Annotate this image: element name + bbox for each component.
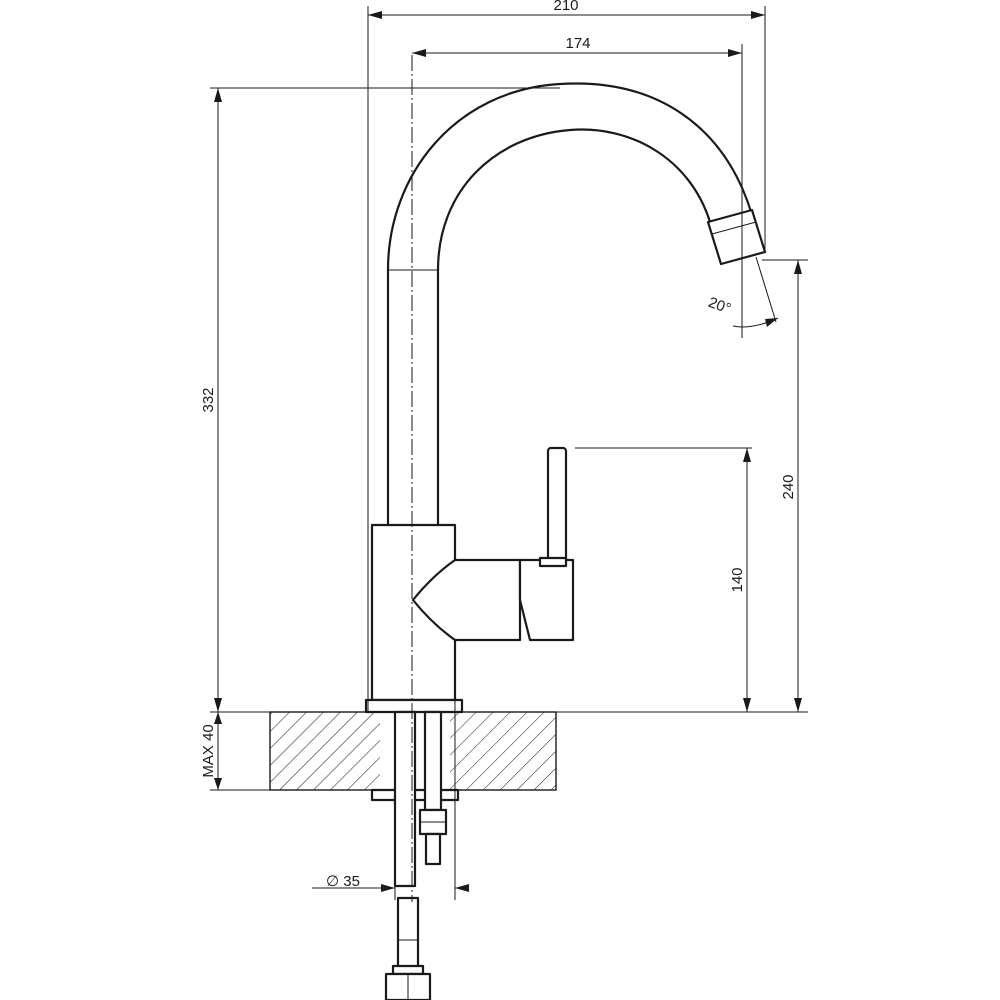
label-lever-height: 140 [729, 567, 746, 592]
extension-lines [210, 6, 808, 900]
supply-hose [384, 896, 432, 1000]
dimension-max-counter-thickness: MAX 40 [200, 712, 222, 790]
label-spout-angle: 20° [706, 294, 733, 318]
label-shank-diameter: ∅ 35 [326, 873, 360, 890]
label-spout-reach: 174 [565, 35, 590, 52]
dimension-overall-width: 210 [368, 0, 765, 19]
dimension-shank-diameter: ∅ 35 [312, 873, 469, 892]
diameter-symbol: ∅ [326, 873, 339, 890]
mixer-lever [411, 446, 575, 642]
faucet-body [364, 523, 464, 714]
label-spout-height: 240 [780, 474, 797, 499]
dimension-spout-angle: 20° [706, 256, 779, 338]
dimension-overall-height: 332 [200, 88, 222, 712]
dimension-lever-height: 140 [729, 448, 751, 712]
spout [386, 82, 767, 530]
label-max-counter-thickness: MAX 40 [200, 724, 217, 777]
label-overall-width: 210 [553, 0, 578, 14]
dimension-spout-height: 240 [780, 260, 802, 712]
dimension-spout-reach: 174 [412, 35, 742, 57]
label-overall-height: 332 [200, 387, 217, 412]
shank-diameter-value: 35 [343, 873, 360, 890]
